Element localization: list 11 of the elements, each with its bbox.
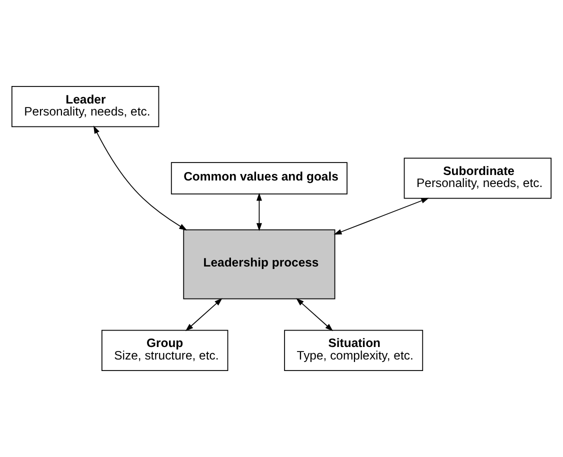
arrow bbox=[185, 298, 222, 332]
arrow bbox=[334, 198, 430, 235]
node-box: Situation Type, complexity, etc. bbox=[284, 330, 424, 371]
arrow bbox=[93, 126, 188, 230]
node-box: Common values and goals bbox=[170, 162, 348, 194]
arrow bbox=[256, 192, 262, 231]
node-box: Group Size, structure, etc. bbox=[101, 330, 228, 371]
node-box: Leadership process bbox=[183, 229, 336, 300]
node-box: Leader Personality, needs, etc. bbox=[11, 86, 160, 128]
node-box: Subordinate Personality, needs, etc. bbox=[404, 158, 552, 199]
arrow bbox=[296, 298, 334, 332]
